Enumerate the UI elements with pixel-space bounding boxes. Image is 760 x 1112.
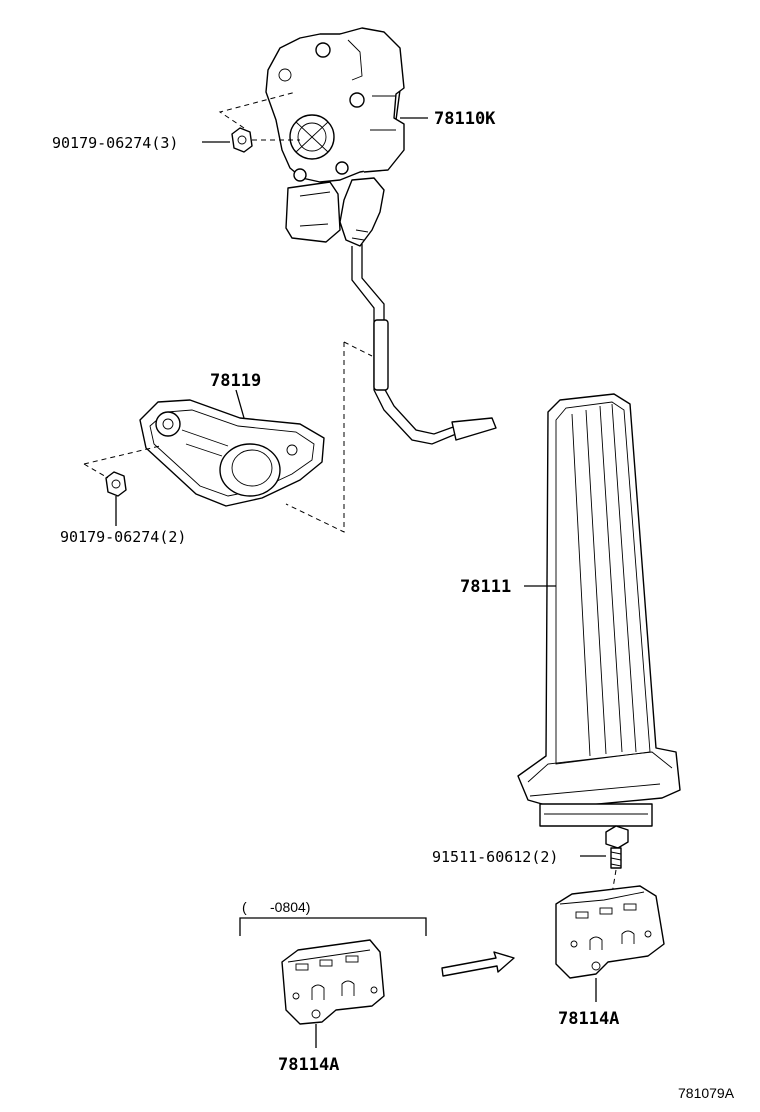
label-nut-lower: 90179-06274(2) bbox=[60, 528, 186, 546]
label-pedal-pad: 78111 bbox=[460, 577, 511, 597]
sensor-assembly-drawing bbox=[265, 27, 405, 247]
nut-upper-guide bbox=[218, 91, 297, 129]
label-bracket-lower: 78119 bbox=[210, 371, 261, 391]
applicability-bracket bbox=[239, 917, 427, 936]
bolt-icon bbox=[605, 825, 629, 869]
leader-78119 bbox=[235, 389, 245, 419]
bracket-guide bbox=[285, 342, 345, 533]
label-bolt: 91511-60612(2) bbox=[432, 848, 558, 866]
supersession-arrow-icon bbox=[441, 951, 515, 977]
nut-upper-icon bbox=[231, 127, 253, 153]
label-bracket-old: 78114A bbox=[278, 1055, 339, 1075]
bracket-guide-top bbox=[343, 341, 373, 357]
label-nut-upper: 90179-06274(3) bbox=[52, 134, 178, 152]
pedal-pad-drawing bbox=[517, 393, 681, 827]
bracket-78114A-old-drawing bbox=[281, 939, 385, 1025]
label-bracket-new: 78114A bbox=[558, 1009, 619, 1029]
illustration-id: 781079A bbox=[678, 1085, 735, 1101]
label-sensor-assy: 78110K bbox=[434, 109, 496, 129]
nut-lower-guide-2 bbox=[83, 463, 109, 479]
nut-lower-guide bbox=[83, 445, 161, 465]
nut-lower-icon bbox=[105, 471, 127, 497]
bracket-78114A-new-drawing bbox=[555, 885, 665, 979]
bracket-78119-drawing bbox=[139, 399, 325, 507]
label-applicability: ( -0804) bbox=[242, 899, 310, 915]
pedal-arm-rod bbox=[351, 244, 497, 445]
